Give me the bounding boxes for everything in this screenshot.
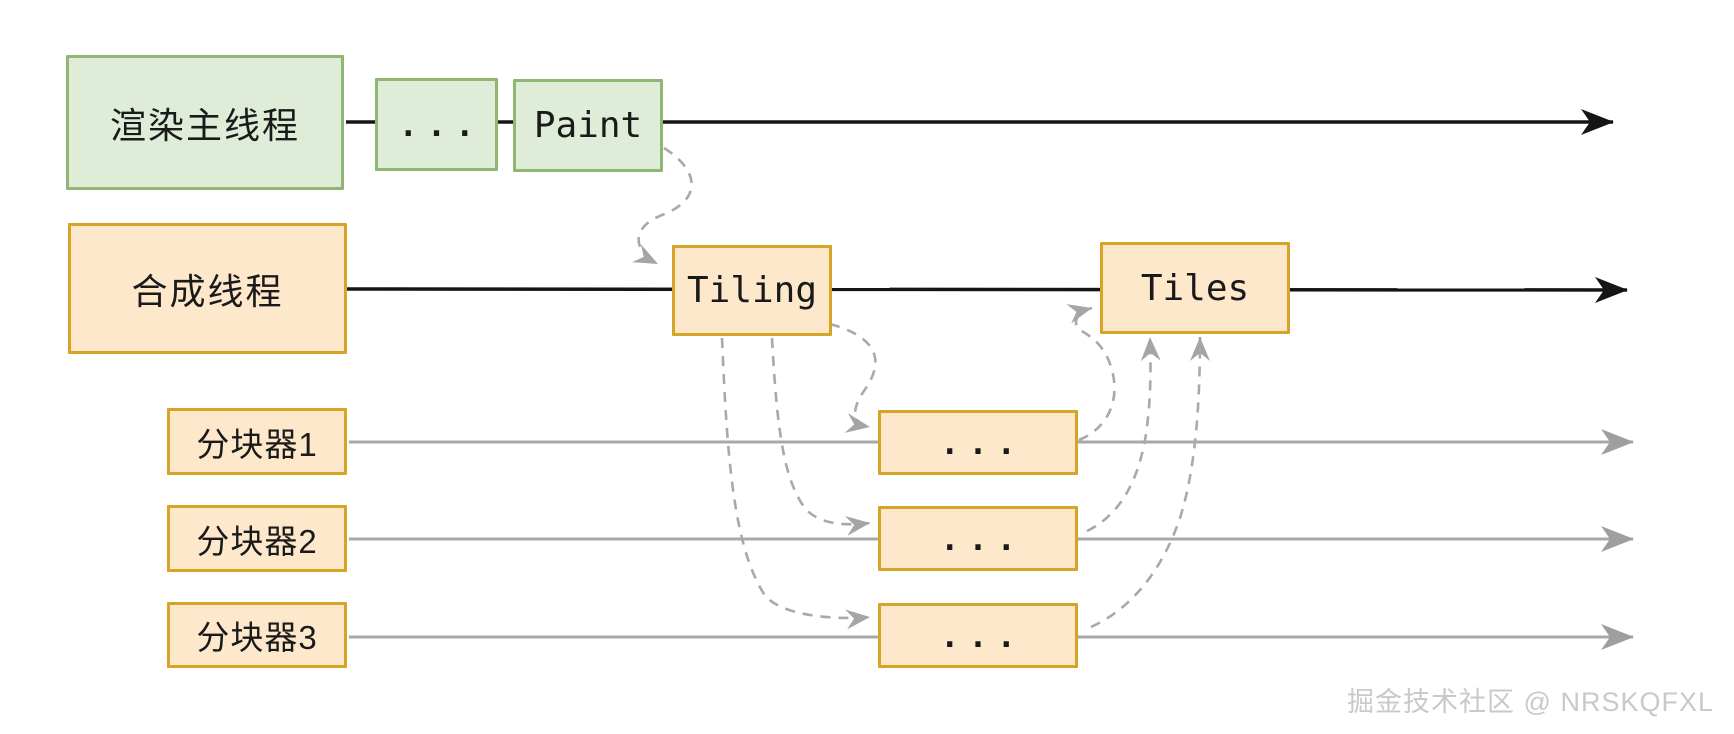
compositor-timeline-arrow bbox=[346, 276, 1628, 303]
tiler3-to-tiles-curve bbox=[1090, 336, 1210, 629]
paint-box: Paint bbox=[513, 79, 663, 172]
tiling-box: Tiling bbox=[672, 245, 832, 336]
tiler2-to-tiles-curve bbox=[1086, 336, 1161, 533]
tiler1-to-tiles-curve bbox=[1066, 304, 1116, 442]
tiler2-task-box: ... bbox=[878, 506, 1078, 571]
tiler2-box: 分块器2 bbox=[167, 505, 347, 572]
tiles-box: Tiles bbox=[1100, 242, 1290, 334]
tiling-to-tiler2-curve bbox=[770, 337, 871, 536]
tiling-to-tiler3-curve bbox=[720, 337, 871, 630]
tiler3-box: 分块器3 bbox=[167, 602, 347, 668]
main-thread-ellipsis-box: ... bbox=[375, 78, 498, 171]
paint-to-tiling-curve bbox=[632, 146, 693, 266]
tiler1-task-box: ... bbox=[878, 410, 1078, 475]
watermark-text: 掘金技术社区 @ NRSKQFXL bbox=[1347, 687, 1714, 717]
tiler1-box: 分块器1 bbox=[167, 408, 347, 475]
main-thread-box: 渲染主线程 bbox=[66, 55, 344, 190]
tiling-to-tiler1-curve bbox=[829, 322, 877, 433]
tiler3-task-box: ... bbox=[878, 603, 1078, 668]
compositor-thread-box: 合成线程 bbox=[68, 223, 347, 354]
